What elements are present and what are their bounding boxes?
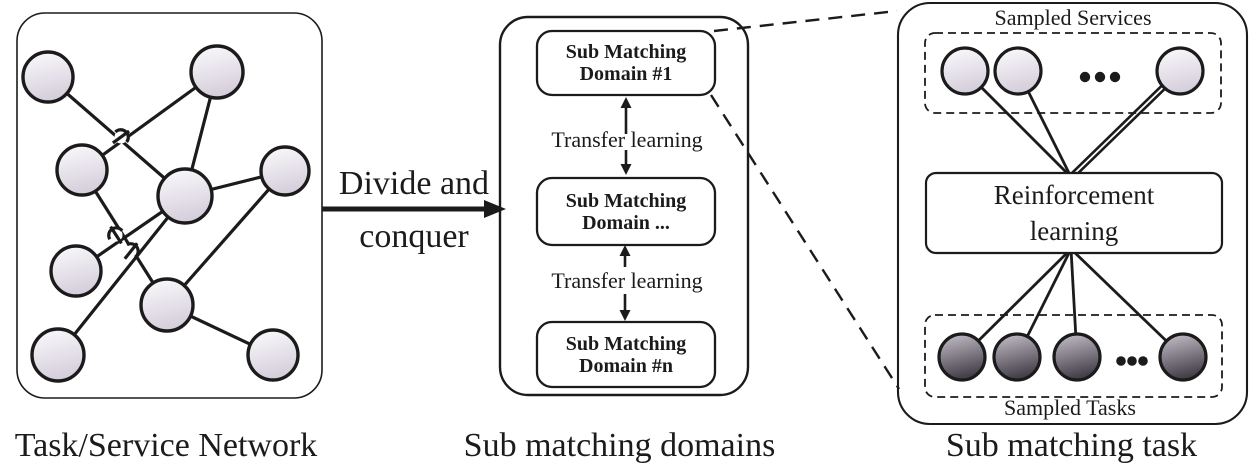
edge-hop-arc	[114, 128, 130, 143]
divide-and-label: Divide and	[338, 165, 490, 202]
sampled-services-dashed-box	[924, 32, 1222, 114]
sub-matching-domain-n-text: Sub Matching Domain #n	[537, 322, 715, 387]
network-node	[49, 244, 103, 298]
service-link	[964, 70, 1072, 178]
domain-mid-line1: Sub Matching	[565, 189, 687, 212]
service-node	[940, 46, 990, 96]
edge-hop-arc	[107, 226, 124, 241]
transfer-learning-label-1: Transfer learning	[551, 127, 703, 152]
domain-1-line2: Domain #1	[579, 63, 673, 85]
network-node	[259, 145, 311, 197]
domain-1-line1: Sub Matching	[565, 41, 687, 63]
network-node	[55, 143, 109, 197]
zoom-connector-bottom	[709, 94, 901, 390]
tasks-ellipsis-dot	[1138, 356, 1148, 366]
conquer-label: conquer	[359, 218, 469, 255]
transfer-arrow-down-2-head	[619, 310, 631, 321]
task-node	[1158, 332, 1208, 382]
sub-matching-task-label: Sub matching task	[945, 427, 1198, 464]
network-edge	[165, 169, 287, 307]
transfer-arrow-up-1-head	[620, 97, 632, 108]
services-ellipsis-dot	[1109, 71, 1121, 83]
network-edge	[56, 195, 187, 356]
rl-line1: Reinforcement	[993, 180, 1155, 210]
network-edge	[81, 70, 218, 172]
service-node	[993, 46, 1043, 96]
task-service-network-label: Task/Service Network	[14, 427, 318, 464]
transfer-arrow-up-2-head	[619, 245, 631, 256]
reinforcement-learning-text: Reinforcement learning	[926, 173, 1222, 253]
domain-n-line2: Domain #n	[579, 354, 673, 377]
transfer-arrow-down-1-head	[620, 164, 632, 175]
task-link	[1070, 247, 1184, 359]
tasks-ellipsis-dot	[1127, 356, 1137, 366]
network-node	[21, 50, 75, 104]
network-node	[156, 167, 214, 225]
domain-n-line1: Sub Matching	[565, 332, 687, 355]
sampled-services-label: Sampled Services	[994, 5, 1152, 30]
sub-matching-domain-1-box	[535, 29, 717, 97]
network-node	[246, 328, 300, 382]
domain-mid-line2: Domain ...	[582, 211, 670, 234]
reinforcement-learning-box	[924, 171, 1224, 255]
service-node	[1155, 46, 1205, 96]
network-nodes-layer	[21, 44, 311, 383]
tasks-ellipsis-dot	[1116, 356, 1126, 366]
service-link-double	[1071, 71, 1183, 180]
task-link	[961, 248, 1072, 358]
sampled-tasks-dashed-box	[924, 314, 1223, 398]
rl-line2: learning	[1029, 216, 1119, 246]
sub-matching-domain-mid-box	[535, 176, 717, 247]
network-node	[30, 327, 86, 383]
network-node	[139, 277, 195, 333]
right-nodes-layer	[937, 46, 1208, 382]
sub-matching-domains-label: Sub matching domains	[463, 427, 776, 464]
network-node	[189, 44, 245, 100]
task-node	[937, 332, 987, 382]
sub-matching-domain-1-text: Sub Matching Domain #1	[537, 31, 715, 95]
sampled-tasks-label: Sampled Tasks	[1004, 395, 1136, 420]
service-link-double	[1068, 68, 1180, 177]
divide-conquer-arrow-head	[484, 200, 506, 218]
services-ellipsis-dot	[1079, 71, 1091, 83]
task-node	[992, 332, 1042, 382]
sub-matching-domain-mid-text: Sub Matching Domain ...	[537, 178, 715, 245]
services-ellipsis-dot	[1094, 71, 1106, 83]
sub-matching-domain-n-box	[535, 320, 717, 389]
transfer-learning-label-2: Transfer learning	[551, 268, 703, 293]
zoom-connector-top	[713, 9, 898, 33]
task-node	[1052, 332, 1102, 382]
edge-hop-arc	[126, 242, 140, 259]
